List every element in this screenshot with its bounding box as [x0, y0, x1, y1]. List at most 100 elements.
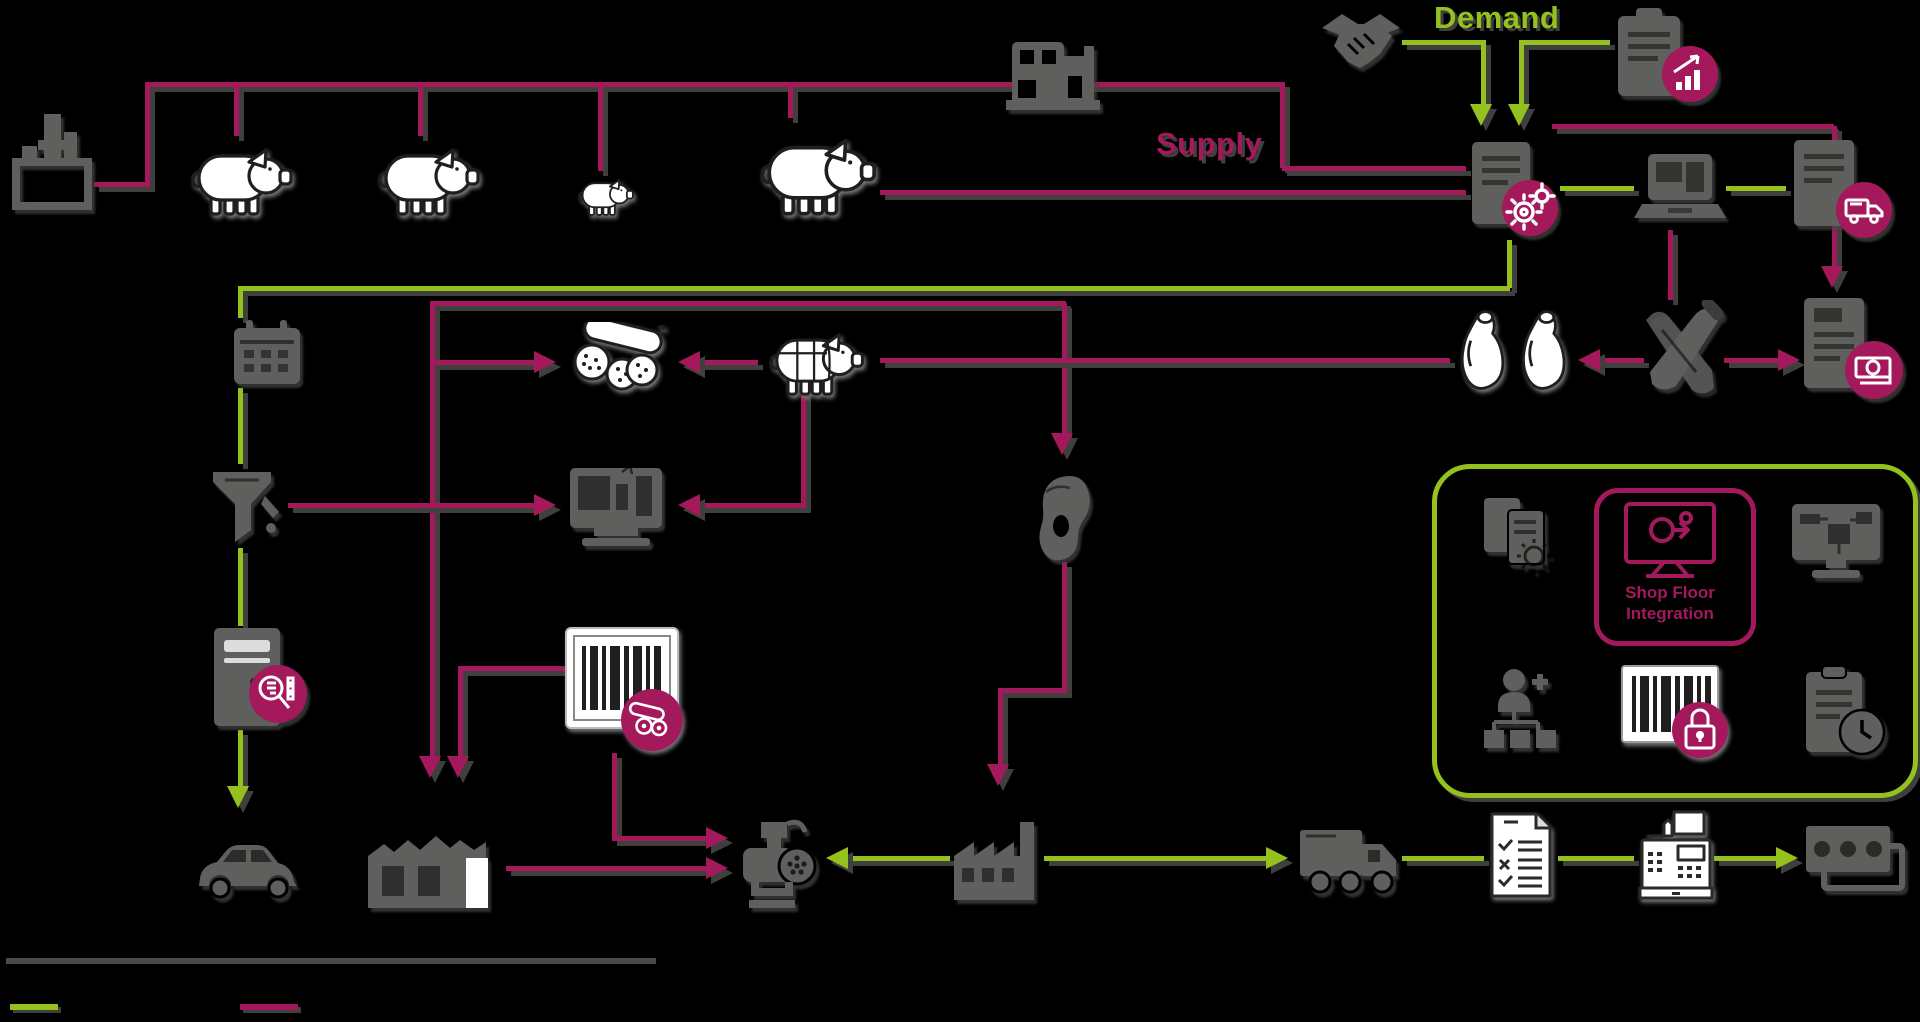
livestock-facility-icon	[362, 814, 504, 910]
shop-floor-frame	[1594, 488, 1756, 646]
dosing-funnel-icon	[205, 466, 287, 548]
arrowhead-crimson-left	[678, 351, 700, 373]
shop-floor-group-box	[1432, 464, 1918, 798]
butcher-knives-icon	[1642, 300, 1726, 398]
meat-cut-icon	[1028, 474, 1094, 564]
hams-icon	[1448, 308, 1576, 396]
flow-line-crimson	[700, 503, 806, 508]
arrowhead-crimson-down	[447, 756, 469, 778]
car-icon	[196, 820, 302, 908]
flow-line-green	[1726, 186, 1786, 191]
delivery-note-icon	[1786, 136, 1898, 246]
flow-line-green	[238, 548, 243, 626]
checklist-icon	[1484, 808, 1558, 902]
monitor-chart-icon	[564, 464, 668, 550]
process-monitor-icon	[1788, 500, 1884, 582]
shop-floor-label-line2: Integration	[1626, 604, 1714, 623]
supply-label: Supply	[1156, 126, 1263, 161]
flow-line-green	[848, 856, 950, 861]
flow-line-green	[1507, 240, 1512, 288]
arrowhead-crimson-left	[678, 494, 700, 516]
flow-line-crimson	[1724, 358, 1778, 363]
flow-line-crimson	[1600, 358, 1644, 363]
sausages-icon	[566, 322, 666, 392]
meat-grinder-icon	[735, 816, 819, 910]
cash-register-icon	[1634, 806, 1718, 902]
flow-line-crimson	[430, 301, 1066, 306]
arrowhead-green-down	[1508, 104, 1530, 126]
flow-line-green	[238, 288, 243, 318]
org-administration-icon	[1480, 666, 1560, 756]
flow-line-crimson	[506, 866, 706, 871]
flow-line-green	[238, 388, 243, 464]
feed-mill-icon	[8, 104, 96, 212]
production-order-icon	[1464, 138, 1564, 244]
piglet-icon	[573, 169, 637, 216]
arrowhead-green-right	[1776, 847, 1798, 869]
flow-line-crimson	[1668, 230, 1673, 300]
flow-line-crimson	[612, 753, 617, 841]
flow-line-crimson	[288, 503, 534, 508]
arrowhead-crimson-down	[1051, 433, 1073, 455]
flow-line-green	[1560, 186, 1634, 191]
arrowhead-green-down	[227, 786, 249, 808]
arrowhead-crimson-down	[419, 756, 441, 778]
planning-documents-icon	[1478, 490, 1558, 580]
flow-line-green	[1558, 856, 1634, 861]
arrowhead-green-right	[1266, 847, 1288, 869]
flow-line-crimson	[1552, 124, 1834, 129]
arrowhead-crimson-right	[706, 827, 728, 849]
flow-line-green	[1714, 856, 1776, 861]
flow-line-green	[238, 730, 243, 788]
flow-line-crimson	[418, 87, 423, 136]
grower-pig-icon	[372, 130, 482, 216]
shop-floor-monitor-icon	[1620, 500, 1720, 584]
flow-line-crimson	[434, 360, 534, 365]
flow-line-green	[238, 286, 1510, 291]
barcode-lock-icon	[1620, 664, 1730, 760]
flow-line-crimson	[612, 836, 706, 841]
flow-line-crimson	[1062, 303, 1067, 435]
arrowhead-crimson-down	[987, 764, 1009, 786]
flow-line-crimson	[788, 87, 793, 118]
flow-line-green	[1519, 40, 1524, 106]
flow-line-crimson	[1280, 87, 1285, 168]
livestock-truck-icon	[998, 36, 1108, 120]
demand-label: Demand	[1434, 0, 1560, 35]
flow-line-green	[1402, 856, 1484, 861]
cold-storage-inspection-icon	[206, 626, 312, 730]
flow-line-crimson	[458, 666, 463, 758]
arrowhead-crimson-left	[1578, 349, 1600, 371]
arrowhead-crimson-right	[534, 494, 556, 516]
factory-icon	[948, 810, 1044, 902]
flow-line-crimson	[801, 392, 806, 505]
fattening-pig-icon	[752, 118, 880, 216]
arrowhead-green-left	[826, 847, 848, 869]
flow-line-crimson	[1282, 166, 1466, 171]
sow-pig-icon	[185, 130, 295, 216]
arrowhead-crimson-right	[534, 351, 556, 373]
invoice-money-icon	[1798, 294, 1906, 406]
flow-line-crimson	[94, 182, 150, 187]
flow-line-crimson	[880, 358, 1450, 363]
arrowhead-crimson-down	[1821, 266, 1843, 288]
flow-line-crimson	[145, 82, 1285, 87]
flow-line-crimson	[598, 87, 603, 171]
flow-line-crimson	[458, 666, 566, 671]
flow-line-crimson	[1062, 562, 1067, 690]
flow-line-crimson	[234, 87, 239, 136]
clipboard-clock-icon	[1800, 664, 1888, 760]
flow-line-green	[1044, 856, 1266, 861]
flow-line-green	[1402, 40, 1482, 45]
flow-line-crimson	[430, 301, 435, 758]
flow-line-crimson	[700, 360, 758, 365]
handshake-icon	[1318, 4, 1404, 82]
arrowhead-crimson-right	[706, 857, 728, 879]
flow-line-green	[1522, 40, 1610, 45]
legend-swatch-green	[10, 1004, 58, 1010]
flow-line-crimson	[880, 190, 1466, 195]
flow-line-crimson	[145, 84, 150, 184]
pig-primal-cuts-icon	[752, 316, 878, 396]
banknotes-icon	[1800, 816, 1910, 902]
